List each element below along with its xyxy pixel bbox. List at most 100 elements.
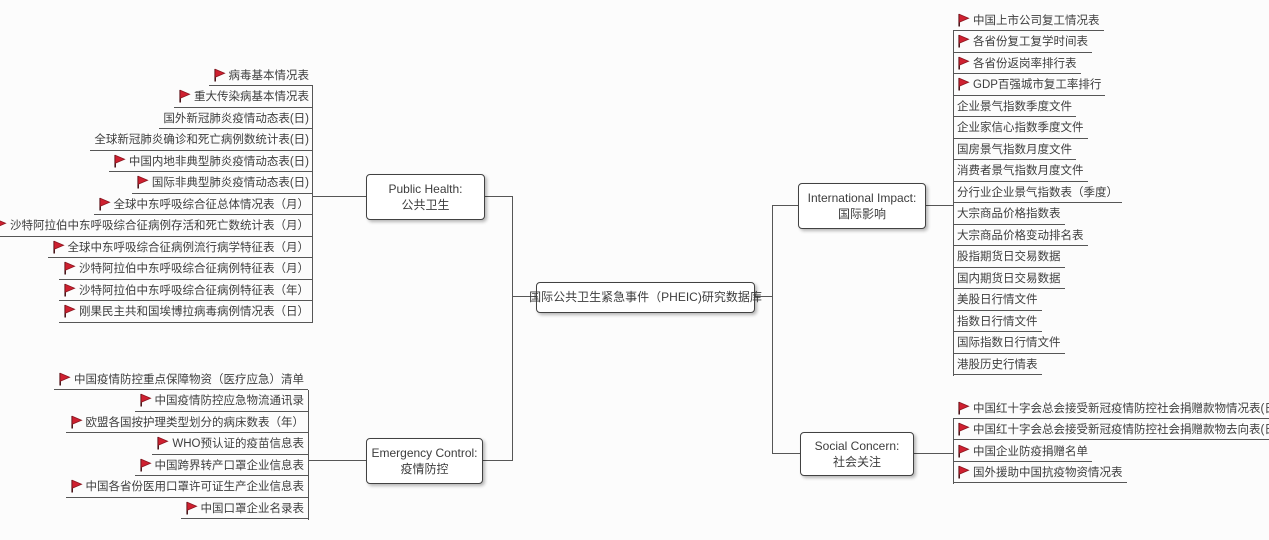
- flag-icon: [958, 422, 970, 436]
- leaf-label: 国外新冠肺炎疫情动态表(日): [163, 112, 309, 125]
- connector-public-health-center: [483, 196, 512, 197]
- connector-emergency-leaves: [308, 460, 366, 461]
- leaf-node[interactable]: 欧盟各国按护理类型划分的病床数表（年）: [65, 412, 308, 433]
- leaf-node[interactable]: 中国红十字会总会接受新冠疫情防控社会捐赠款物情况表(日): [953, 397, 1269, 419]
- leaf-label: 中国上市公司复工情况表: [973, 14, 1100, 27]
- leaf-node[interactable]: 沙特阿拉伯中东呼吸综合征病例存活和死亡数统计表（月）: [0, 215, 313, 237]
- leaf-node[interactable]: 分行业企业景气指数表（季度）: [953, 182, 1122, 203]
- leaf-label: 国际非典型肺炎疫情动态表(日): [151, 177, 309, 190]
- leaf-node[interactable]: 中国跨界转产口罩企业信息表: [134, 455, 308, 476]
- flag-icon: [958, 444, 970, 458]
- leaf-label: 国内期货日交易数据: [957, 272, 1061, 285]
- flag-icon: [0, 220, 7, 227]
- leaf-node[interactable]: GDP百强城市复工率排行: [953, 74, 1106, 96]
- central-topic[interactable]: 国际公共卫生紧急事件（PHEIC)研究数据库: [529, 282, 762, 313]
- flag-icon: [70, 479, 83, 493]
- leaf-label: WHO预认证的疫苗信息表: [172, 438, 304, 451]
- trunk-right: [772, 205, 773, 454]
- leaf-node[interactable]: 中国上市公司复工情况表: [953, 10, 1104, 31]
- leaf-node[interactable]: 国际指数日行情文件: [953, 332, 1065, 354]
- leaf-label: 国外援助中国抗疫物资情况表: [973, 467, 1123, 480]
- leaf-label: 消费者景气指数月度文件: [957, 165, 1084, 178]
- leaf-node[interactable]: 国外援助中国抗疫物资情况表: [953, 462, 1127, 484]
- connector-trunk-left-center: [512, 296, 536, 297]
- leaf-node[interactable]: 国房景气指数月度文件: [953, 139, 1076, 160]
- leaf-node[interactable]: WHO预认证的疫苗信息表: [152, 433, 308, 455]
- branch-node-social-concern[interactable]: Social Concern: 社会关注: [800, 432, 914, 476]
- leaf-label: 全球新冠肺炎确诊和死亡病例数统计表(日): [94, 134, 309, 147]
- leaf-label: 病毒基本情况表: [228, 69, 310, 82]
- spine-international-impact: [953, 31, 954, 376]
- flag-icon: [213, 68, 226, 82]
- leaf-label: 欧盟各国按护理类型划分的病床数表（年）: [85, 416, 305, 429]
- spine-emergency-control: [308, 390, 309, 520]
- flag-icon: [958, 465, 970, 479]
- leaf-node[interactable]: 全球新冠肺炎确诊和死亡病例数统计表(日): [90, 129, 313, 151]
- flag-icon: [98, 197, 111, 211]
- branch-label-en: Public Health:: [388, 181, 463, 196]
- branch-node-public-health[interactable]: Public Health: 公共卫生: [366, 174, 485, 220]
- leaf-node[interactable]: 港股历史行情表: [953, 354, 1042, 375]
- leaf-node[interactable]: 股指期货日交易数据: [953, 246, 1065, 268]
- leaf-node[interactable]: 重大传染病基本情况表: [174, 86, 313, 108]
- flag-icon: [137, 175, 149, 189]
- leaf-node[interactable]: 国外新冠肺炎疫情动态表(日): [159, 108, 313, 129]
- branch-node-international-impact[interactable]: International Impact: 国际影响: [798, 183, 926, 229]
- leaf-label: 各省份返岗率排行表: [973, 57, 1077, 70]
- leaf-label: 中国红十字会总会接受新冠疫情防控社会捐赠款物去向表(日): [973, 424, 1269, 437]
- leaf-label: 中国内地非典型肺炎疫情动态表(日): [128, 155, 309, 168]
- leaf-node[interactable]: 中国各省份医用口罩许可证生产企业信息表: [65, 476, 308, 498]
- flag-icon: [64, 261, 76, 275]
- connector-international-center: [772, 205, 798, 206]
- leaf-node[interactable]: 沙特阿拉伯中东呼吸综合征病例特征表（年）: [59, 280, 313, 301]
- branch-node-emergency-control[interactable]: Emergency Control: 疫情防控: [366, 438, 483, 484]
- flag-icon: [185, 501, 198, 515]
- leaf-node[interactable]: 美股日行情文件: [953, 289, 1042, 311]
- connector-emergency-center: [481, 460, 512, 461]
- leaf-label: 国房景气指数月度文件: [957, 143, 1072, 156]
- spine-public-health: [312, 86, 313, 323]
- central-topic-label: 国际公共卫生紧急事件（PHEIC)研究数据库: [529, 290, 762, 305]
- branch-label-en: International Impact:: [807, 190, 917, 205]
- leaf-group-public-health: 病毒基本情况表重大传染病基本情况表国外新冠肺炎疫情动态表(日) 全球新冠肺炎确诊和…: [0, 65, 313, 323]
- leaf-label: 企业景气指数季度文件: [957, 100, 1072, 113]
- leaf-node[interactable]: 大宗商品价格指数表: [953, 203, 1065, 225]
- leaf-label: 股指期货日交易数据: [957, 251, 1061, 264]
- leaf-node[interactable]: 各省份复工复学时间表: [953, 31, 1092, 53]
- leaf-node[interactable]: 中国红十字会总会接受新冠疫情防控社会捐赠款物去向表(日): [953, 419, 1269, 441]
- branch-label-en: Emergency Control:: [371, 445, 478, 460]
- leaf-label: 指数日行情文件: [957, 315, 1038, 328]
- leaf-node[interactable]: 国内期货日交易数据: [953, 268, 1065, 289]
- trunk-left: [512, 196, 513, 461]
- leaf-node[interactable]: 中国疫情防控应急物流通讯录: [134, 390, 308, 412]
- leaf-node[interactable]: 大宗商品价格变动排名表: [953, 225, 1088, 246]
- leaf-node[interactable]: 企业景气指数季度文件: [953, 96, 1076, 117]
- leaf-node[interactable]: 全球中东呼吸综合征病例流行病学特征表（月）: [47, 237, 313, 258]
- leaf-label: 中国企业防疫捐赠名单: [973, 445, 1088, 458]
- leaf-label: 全球中东呼吸综合征病例流行病学特征表（月）: [67, 241, 310, 254]
- leaf-label: 中国跨界转产口罩企业信息表: [154, 459, 305, 472]
- leaf-label: 重大传染病基本情况表: [194, 91, 309, 104]
- leaf-node[interactable]: 刚果民主共和国埃博拉病毒病例情况表（日）: [59, 301, 313, 323]
- flag-icon: [59, 372, 71, 386]
- flag-icon: [52, 240, 65, 254]
- leaf-node[interactable]: 消费者景气指数月度文件: [953, 160, 1088, 182]
- leaf-node[interactable]: 中国疫情防控重点保障物资（医疗应急）清单: [54, 369, 308, 390]
- leaf-node[interactable]: 各省份返岗率排行表: [953, 53, 1081, 74]
- connector-public-health-leaves: [313, 196, 366, 197]
- leaf-group-social-concern: 中国红十字会总会接受新冠疫情防控社会捐赠款物情况表(日) 中国红十字会总会接受新冠…: [953, 397, 1269, 484]
- leaf-node[interactable]: 沙特阿拉伯中东呼吸综合征病例特征表（月）: [59, 258, 313, 280]
- leaf-node[interactable]: 国际非典型肺炎疫情动态表(日): [131, 172, 313, 194]
- leaf-label: 大宗商品价格指数表: [957, 208, 1061, 221]
- leaf-node[interactable]: 指数日行情文件: [953, 311, 1042, 332]
- leaf-label: GDP百强城市复工率排行: [973, 79, 1102, 92]
- leaf-node[interactable]: 全球中东呼吸综合征总体情况表（月）: [93, 194, 313, 215]
- branch-label-zh: 社会关注: [832, 455, 881, 469]
- leaf-node[interactable]: 企业家信心指数季度文件: [953, 117, 1088, 139]
- leaf-node[interactable]: 中国口罩企业名录表: [180, 498, 308, 519]
- leaf-node[interactable]: 病毒基本情况表: [208, 65, 313, 86]
- spine-social-concern: [953, 419, 954, 484]
- leaf-node[interactable]: 中国企业防疫捐赠名单: [953, 440, 1092, 462]
- leaf-node[interactable]: 中国内地非典型肺炎疫情动态表(日): [108, 151, 313, 172]
